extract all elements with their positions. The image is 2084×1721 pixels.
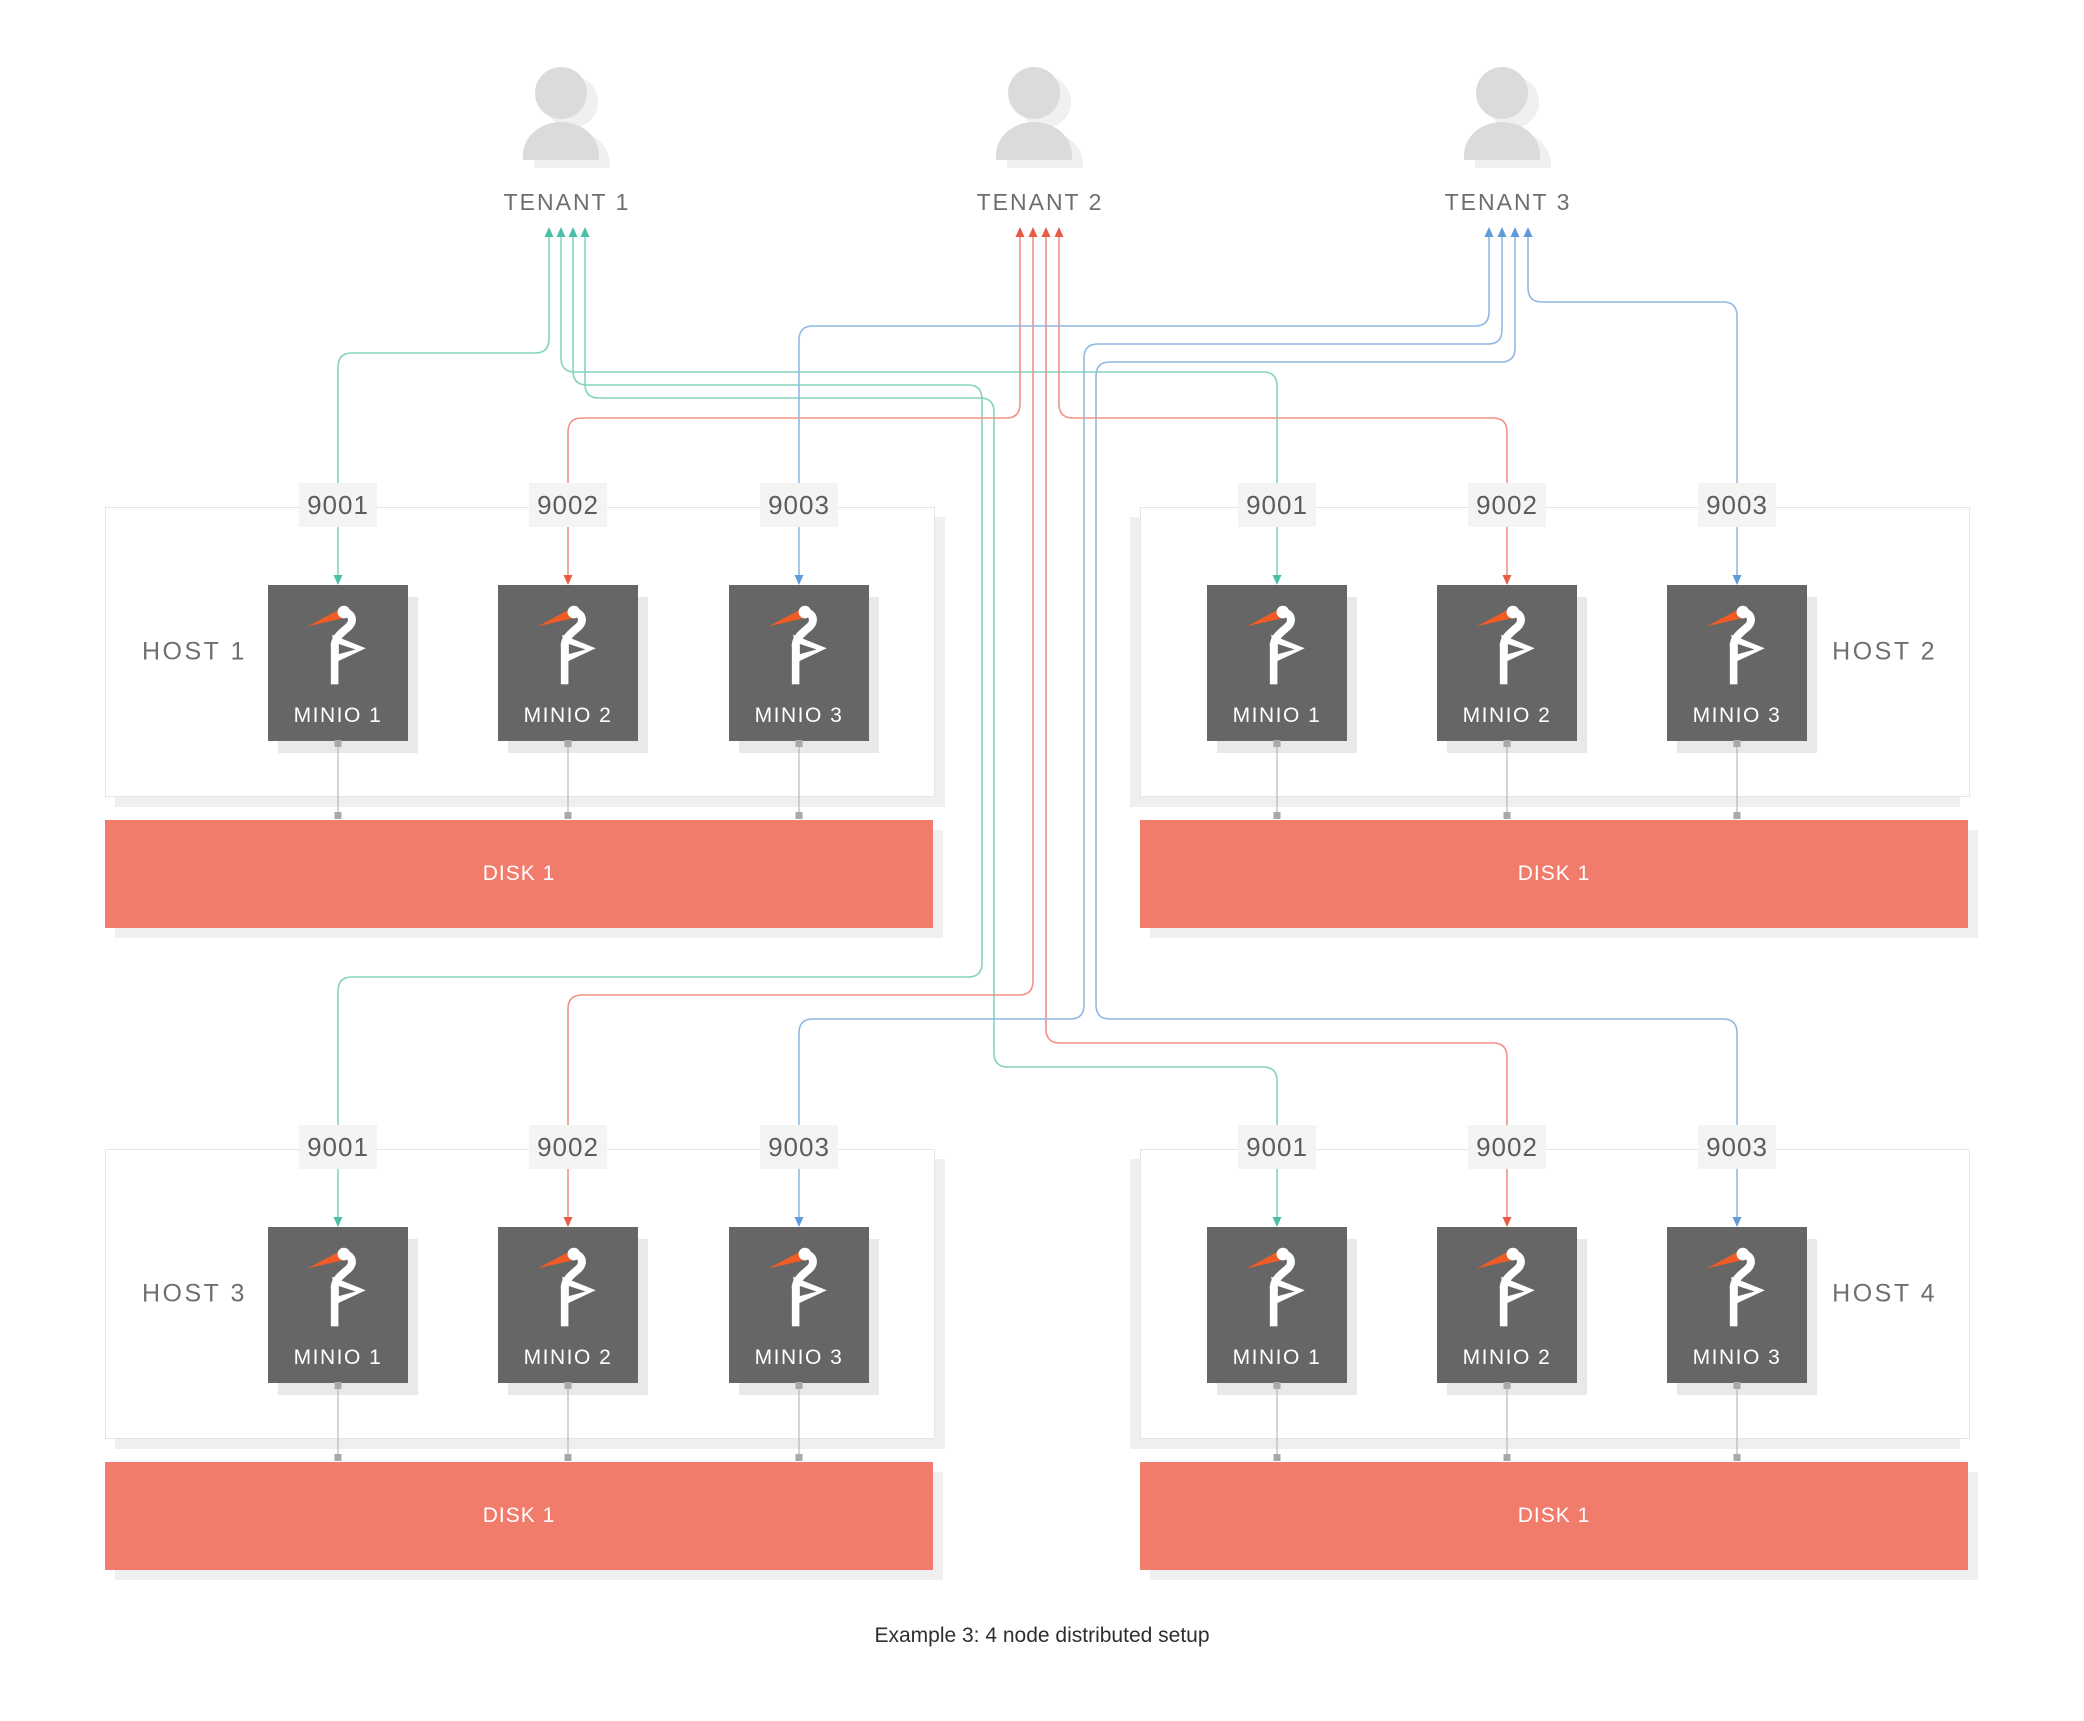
minio-node: MINIO 1 — [1207, 585, 1347, 741]
connector-endpoint — [1273, 812, 1281, 819]
connector-endpoint — [795, 1454, 803, 1461]
minio-node: MINIO 2 — [1437, 585, 1577, 741]
arrow-up-icon — [556, 227, 566, 237]
port-badge: 9001 — [299, 1125, 377, 1169]
minio-node-label: MINIO 2 — [523, 1346, 613, 1369]
minio-node: MINIO 3 — [1667, 1227, 1807, 1383]
minio-stork-icon — [768, 1247, 827, 1327]
connector-endpoint — [1273, 1454, 1281, 1461]
port-badge: 9002 — [529, 1125, 607, 1169]
connector-endpoint — [795, 812, 803, 819]
minio-node-label: MINIO 2 — [523, 704, 613, 727]
minio-stork-icon — [307, 1247, 366, 1327]
minio-node: MINIO 1 — [268, 585, 408, 741]
user-icon — [1464, 67, 1551, 169]
minio-node: MINIO 3 — [729, 585, 869, 741]
disk-label: DISK 1 — [1517, 862, 1591, 885]
port-badge: 9003 — [1698, 1125, 1776, 1169]
port-badge: 9003 — [760, 1125, 838, 1169]
tenant-label: TENANT 3 — [1444, 189, 1572, 215]
port-badge: 9002 — [1468, 483, 1546, 527]
minio-stork-icon — [537, 605, 596, 685]
port-badge: 9001 — [299, 483, 377, 527]
minio-stork-icon — [1476, 605, 1535, 685]
minio-stork-icon — [537, 1247, 596, 1327]
minio-node-label: MINIO 3 — [754, 704, 844, 727]
minio-stork-icon — [1706, 1247, 1765, 1327]
connector-endpoint — [334, 812, 342, 819]
arrow-up-icon — [1015, 227, 1025, 237]
disk-label: DISK 1 — [1517, 1504, 1591, 1527]
port-badge: 9002 — [529, 483, 607, 527]
connector-endpoint — [564, 812, 572, 819]
port-badge: 9001 — [1238, 1125, 1316, 1169]
user-icon — [523, 67, 610, 169]
minio-stork-icon — [1706, 605, 1765, 685]
minio-stork-icon — [1476, 1247, 1535, 1327]
caption: Example 3: 4 node distributed setup — [874, 1624, 1210, 1647]
host-label: HOST 4 — [1832, 1279, 1937, 1308]
minio-node-label: MINIO 1 — [1232, 704, 1322, 727]
minio-node: MINIO 2 — [498, 1227, 638, 1383]
minio-node-label: MINIO 3 — [1692, 1346, 1782, 1369]
connector-endpoint — [334, 1454, 342, 1461]
minio-node-label: MINIO 1 — [1232, 1346, 1322, 1369]
port-badge: 9001 — [1238, 483, 1316, 527]
disk-bar: DISK 1 — [1140, 1462, 1968, 1570]
arrow-up-icon — [1041, 227, 1051, 237]
minio-node-label: MINIO 2 — [1462, 704, 1552, 727]
minio-stork-icon — [1246, 605, 1305, 685]
minio-node: MINIO 3 — [1667, 585, 1807, 741]
user-icon — [996, 67, 1083, 169]
connector-endpoint — [1733, 812, 1741, 819]
host-label: HOST 1 — [142, 637, 247, 666]
minio-stork-icon — [307, 605, 366, 685]
minio-node: MINIO 2 — [1437, 1227, 1577, 1383]
minio-stork-icon — [768, 605, 827, 685]
minio-node-label: MINIO 1 — [293, 704, 383, 727]
minio-node-label: MINIO 1 — [293, 1346, 383, 1369]
host-label: HOST 3 — [142, 1279, 247, 1308]
port-badge: 9003 — [1698, 483, 1776, 527]
minio-node-label: MINIO 3 — [1692, 704, 1782, 727]
arrow-up-icon — [1497, 227, 1507, 237]
connector-endpoint — [564, 1454, 572, 1461]
tenant-1: TENANT 1 — [452, 56, 682, 216]
disk-bar: DISK 1 — [1140, 820, 1968, 928]
host-label: HOST 2 — [1832, 637, 1937, 666]
minio-node: MINIO 3 — [729, 1227, 869, 1383]
minio-node-label: MINIO 2 — [1462, 1346, 1552, 1369]
arrow-up-icon — [1484, 227, 1494, 237]
port-badge: 9003 — [760, 483, 838, 527]
arrow-up-icon — [1523, 227, 1533, 237]
arrow-up-icon — [580, 227, 590, 237]
tenant-label: TENANT 2 — [976, 189, 1104, 215]
port-badge: 9002 — [1468, 1125, 1546, 1169]
connector-endpoint — [1733, 1454, 1741, 1461]
minio-node: MINIO 1 — [268, 1227, 408, 1383]
disk-label: DISK 1 — [482, 1504, 556, 1527]
arrow-up-icon — [1028, 227, 1038, 237]
disk-label: DISK 1 — [482, 862, 556, 885]
tenant-2: TENANT 2 — [925, 56, 1155, 216]
arrow-up-icon — [1054, 227, 1064, 237]
minio-node-label: MINIO 3 — [754, 1346, 844, 1369]
arrow-up-icon — [544, 227, 554, 237]
arrow-up-icon — [1510, 227, 1520, 237]
connector-endpoint — [1503, 1454, 1511, 1461]
minio-node: MINIO 2 — [498, 585, 638, 741]
tenant-3: TENANT 3 — [1393, 56, 1623, 216]
disk-bar: DISK 1 — [105, 1462, 933, 1570]
minio-node: MINIO 1 — [1207, 1227, 1347, 1383]
disk-bar: DISK 1 — [105, 820, 933, 928]
minio-stork-icon — [1246, 1247, 1305, 1327]
connector-endpoint — [1503, 812, 1511, 819]
tenant-label: TENANT 1 — [503, 189, 631, 215]
arrow-up-icon — [568, 227, 578, 237]
